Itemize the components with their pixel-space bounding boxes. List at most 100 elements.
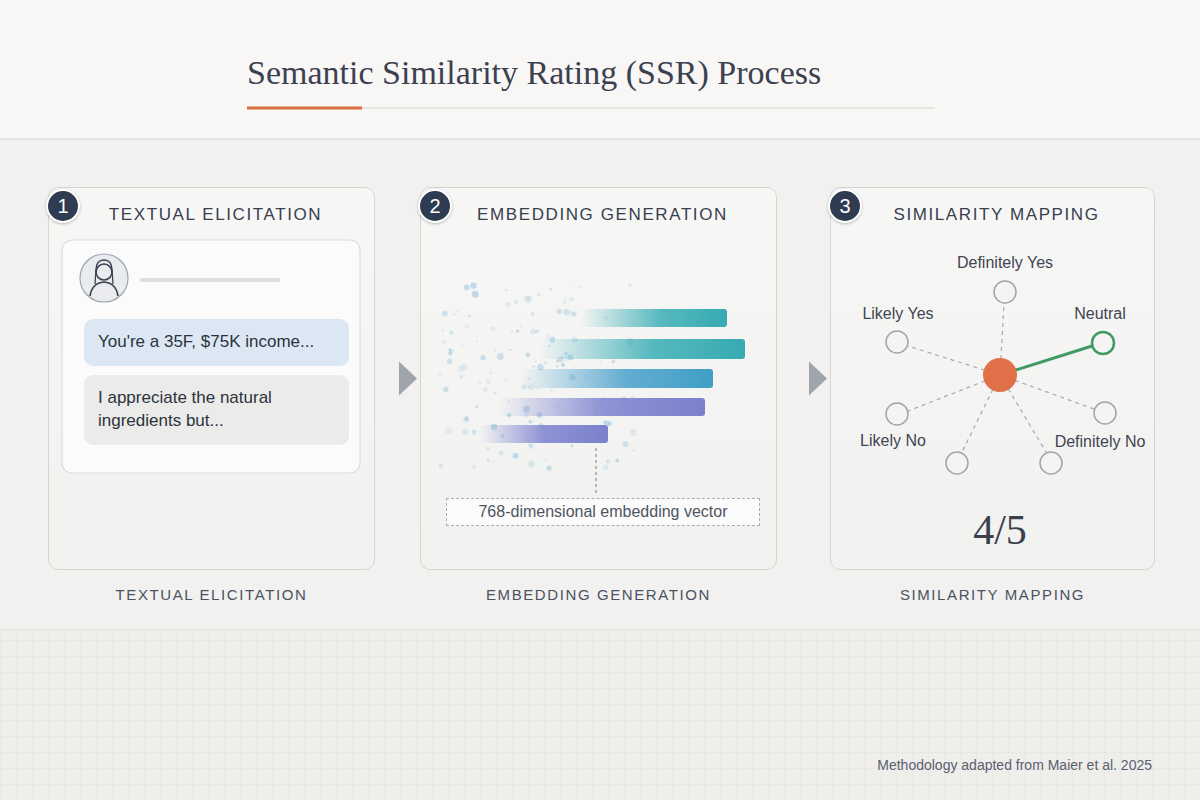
particle-dot	[529, 420, 532, 423]
rating-score: 4/5	[973, 506, 1027, 554]
particle-dot	[448, 348, 452, 352]
particle-dot	[528, 461, 535, 468]
particle-dot	[475, 405, 478, 408]
step-number: 2	[429, 196, 440, 216]
chat-text: I appreciate the natural ingredients but…	[98, 387, 335, 433]
particle-dot	[486, 446, 490, 450]
particle-dot	[618, 389, 620, 391]
particle-dot	[499, 450, 504, 455]
particle-dot	[509, 349, 511, 351]
particle-dot	[442, 329, 444, 331]
panel-footer-label: SIMILARITY MAPPING	[831, 586, 1154, 603]
flow-arrow	[377, 362, 417, 396]
particle-dot	[438, 373, 442, 377]
particle-dot	[490, 326, 496, 332]
particle-dot	[497, 353, 504, 360]
step-number-badge: 3	[828, 189, 862, 223]
scale-option-label: Likely Yes	[862, 305, 933, 323]
particle-dot	[513, 453, 519, 459]
chat-text: You're a 35F, $75K income...	[98, 331, 335, 354]
particle-dot	[472, 291, 479, 298]
particle-dot	[561, 363, 565, 367]
step-number: 3	[839, 196, 850, 216]
particle-dot	[519, 337, 521, 339]
arrow-shaft	[779, 371, 809, 386]
particle-dot	[526, 352, 531, 357]
particle-dot	[472, 465, 476, 469]
particle-dot	[628, 284, 631, 287]
particle-dot	[569, 311, 574, 316]
particle-dot	[544, 362, 546, 364]
particle-dot	[563, 302, 565, 304]
particle-dot	[468, 314, 471, 317]
scale-option-label: Neutral	[1074, 305, 1126, 323]
particle-dot	[493, 461, 495, 463]
particle-dot	[530, 312, 534, 316]
particle-dot	[556, 309, 561, 314]
particle-dot	[447, 359, 452, 364]
particle-dot	[443, 387, 449, 393]
particle-dot	[476, 340, 478, 342]
particle-dot	[449, 330, 453, 334]
particle-dot	[465, 324, 469, 328]
particle-dot	[546, 466, 551, 471]
particle-dot	[532, 365, 536, 369]
particle-dot	[470, 282, 476, 288]
particle-dot	[550, 389, 552, 391]
response-bubble: I appreciate the natural ingredients but…	[84, 375, 349, 445]
particle-dot	[580, 287, 582, 289]
panel-heading: EMBEDDING GENERATION	[421, 205, 776, 225]
particle-dot	[464, 284, 470, 290]
particle-dot	[563, 299, 567, 303]
particle-dot	[473, 291, 475, 293]
particle-dot	[546, 335, 550, 339]
scale-option-label: Definitely Yes	[957, 254, 1053, 272]
step-number-badge: 1	[46, 189, 80, 223]
particle-dot	[462, 428, 469, 435]
particle-dot	[462, 417, 468, 423]
particle-dot	[505, 378, 507, 380]
particle-dot	[454, 447, 456, 449]
particle-dot	[494, 392, 496, 394]
particle-dot	[599, 360, 601, 362]
particle-dot	[483, 387, 488, 392]
particle-dot	[494, 349, 497, 352]
prompt-bubble: You're a 35F, $75K income...	[84, 319, 349, 366]
panel-footer-label: EMBEDDING GENERATION	[421, 586, 776, 603]
particle-dot	[519, 324, 523, 328]
panel-heading: TEXTUAL ELICITATION	[49, 205, 374, 225]
step-number-badge: 2	[418, 189, 452, 223]
vector-caption: 768-dimensional embedding vector	[455, 503, 751, 521]
particle-dot	[569, 297, 573, 301]
particle-dot	[528, 443, 532, 447]
particle-dot	[459, 375, 463, 379]
scale-option-label: Definitely No	[1055, 433, 1146, 451]
particle-dot	[556, 366, 558, 368]
particle-dot	[535, 361, 537, 363]
particle-dot	[453, 314, 455, 316]
arrow-head	[809, 362, 827, 396]
step-number: 1	[57, 196, 68, 216]
particle-dot	[537, 293, 540, 296]
arrow-head	[399, 362, 417, 396]
particle-dot	[606, 460, 610, 464]
particle-dot	[511, 330, 514, 333]
diagram-title: Semantic Similarity Rating (SSR) Process	[247, 54, 821, 92]
particle-dot	[487, 459, 490, 462]
particle-dot	[571, 444, 574, 447]
particle-dot	[505, 302, 510, 307]
step-panel: EMBEDDING GENERATIONEMBEDDING GENERATION…	[420, 187, 777, 570]
particle-dot	[445, 427, 452, 434]
particle-dot	[525, 295, 532, 302]
particle-dot	[505, 289, 507, 291]
particle-dot	[458, 366, 464, 372]
particle-dot	[616, 459, 620, 463]
panel-heading: SIMILARITY MAPPING	[831, 205, 1154, 225]
particle-dot	[545, 458, 547, 460]
panel-footer-label: TEXTUAL ELICITATION	[49, 586, 374, 603]
particle-dot	[455, 310, 457, 312]
scale-option-label: Likely No	[860, 432, 926, 450]
particle-dot	[530, 329, 536, 335]
